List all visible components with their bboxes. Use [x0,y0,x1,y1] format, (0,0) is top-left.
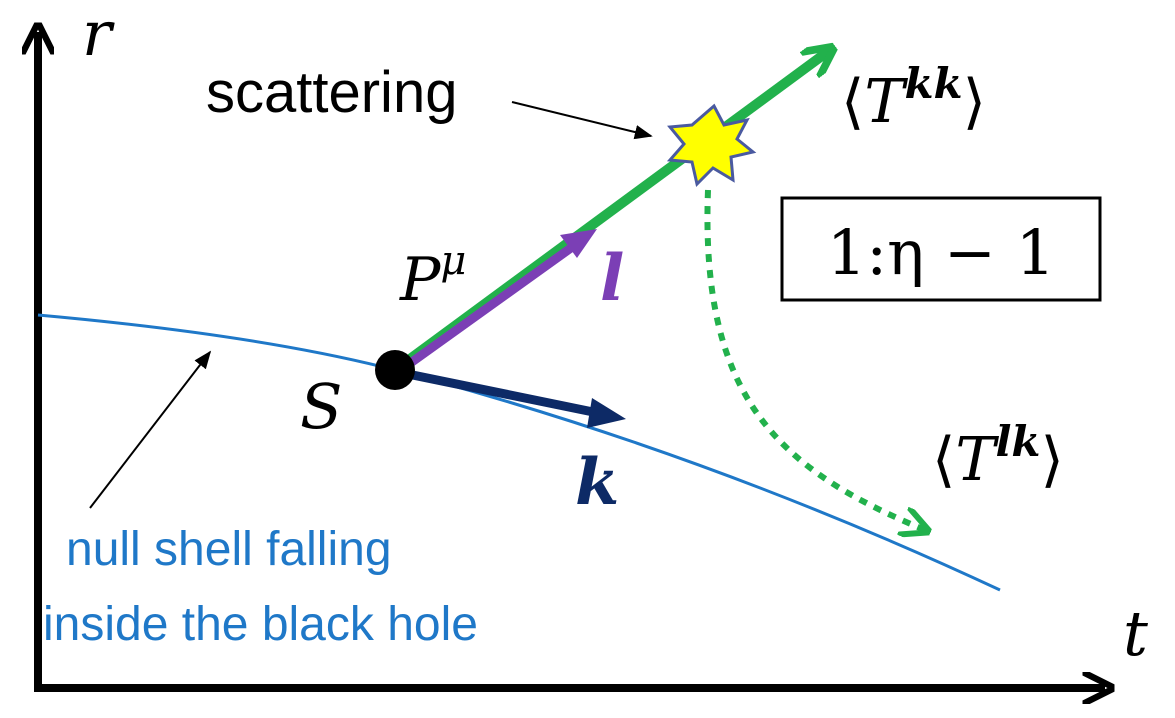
ratio-box [780,196,1102,302]
tkk-close-bracket: ⟩ [963,67,986,137]
momentum-superscript: μ [440,238,466,284]
tlk-superscript: lk [995,417,1040,466]
scattering-star-icon [666,103,757,187]
shell-caption-line2: inside the black hole [43,598,478,651]
momentum-base: P [399,245,442,315]
t-axis-label: t [1123,597,1148,670]
tkk-superscript: kk [904,59,962,108]
k-vector-head [587,398,626,428]
momentum-label: Pμ [399,238,466,315]
tlk-base: T [955,425,999,495]
scattering-pointer [511,101,653,140]
scattering-label: scattering [206,60,457,125]
shell-pointer [89,350,212,509]
k-vector [393,367,603,418]
tlk-open-bracket: ⟨ [932,425,955,495]
tkk-base: T [864,67,908,137]
tkk-label: ⟨Tkk⟩ [841,59,986,137]
tlk-label: ⟨Tlk⟩ [932,417,1064,495]
point-s-label: S [300,370,342,443]
k-vector-label: k [575,445,619,520]
l-vector [393,235,587,377]
point-s-dot [375,350,415,390]
tkk-open-bracket: ⟨ [841,67,864,137]
ratio-label: 1:η − 1 [827,216,1055,289]
tlk-close-bracket: ⟩ [1041,425,1064,495]
l-vector-label: l [600,241,624,316]
r-axis-label: r [82,0,115,70]
shell-caption-line1: null shell falling [66,523,392,576]
l-vector-head [560,229,597,258]
